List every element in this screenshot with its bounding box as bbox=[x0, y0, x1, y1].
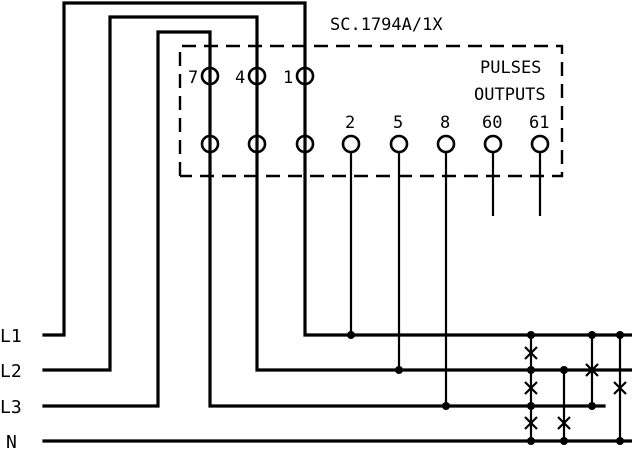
terminal-label-5: 5 bbox=[393, 113, 403, 133]
outputs-label: OUTPUTS bbox=[474, 85, 546, 105]
current-wire-l1 bbox=[42, 1, 632, 337]
terminal-label-4: 4 bbox=[235, 68, 245, 88]
meter-enclosure bbox=[178, 44, 564, 178]
terminal-60 bbox=[483, 134, 503, 154]
terminal-label-7: 7 bbox=[188, 68, 198, 88]
line-label-l3: L3 bbox=[0, 397, 22, 418]
line-label-n: N bbox=[6, 432, 17, 452]
current-wire-l3 bbox=[42, 30, 606, 408]
line-label-l2: L2 bbox=[0, 361, 22, 382]
terminal-label-1: 1 bbox=[283, 68, 293, 88]
terminal-8 bbox=[436, 134, 456, 154]
line-label-l1: L1 bbox=[0, 326, 22, 347]
terminal-label-2: 2 bbox=[345, 113, 355, 133]
terminal-2 bbox=[341, 134, 361, 154]
terminal-label-61: 61 bbox=[529, 113, 549, 133]
terminal-label-60: 60 bbox=[482, 113, 502, 133]
terminal-label-8: 8 bbox=[440, 113, 450, 133]
junction-l3-tap bbox=[442, 402, 450, 410]
model-label: SC.1794A/1X bbox=[330, 15, 443, 35]
junction-l2-tap bbox=[395, 366, 403, 374]
junction-l1-tap bbox=[347, 331, 355, 339]
load-bus bbox=[524, 331, 627, 445]
terminal-61 bbox=[530, 134, 550, 154]
terminal-5 bbox=[389, 134, 409, 154]
pulses-label: PULSES bbox=[480, 58, 541, 78]
current-wire-l2 bbox=[42, 15, 632, 372]
